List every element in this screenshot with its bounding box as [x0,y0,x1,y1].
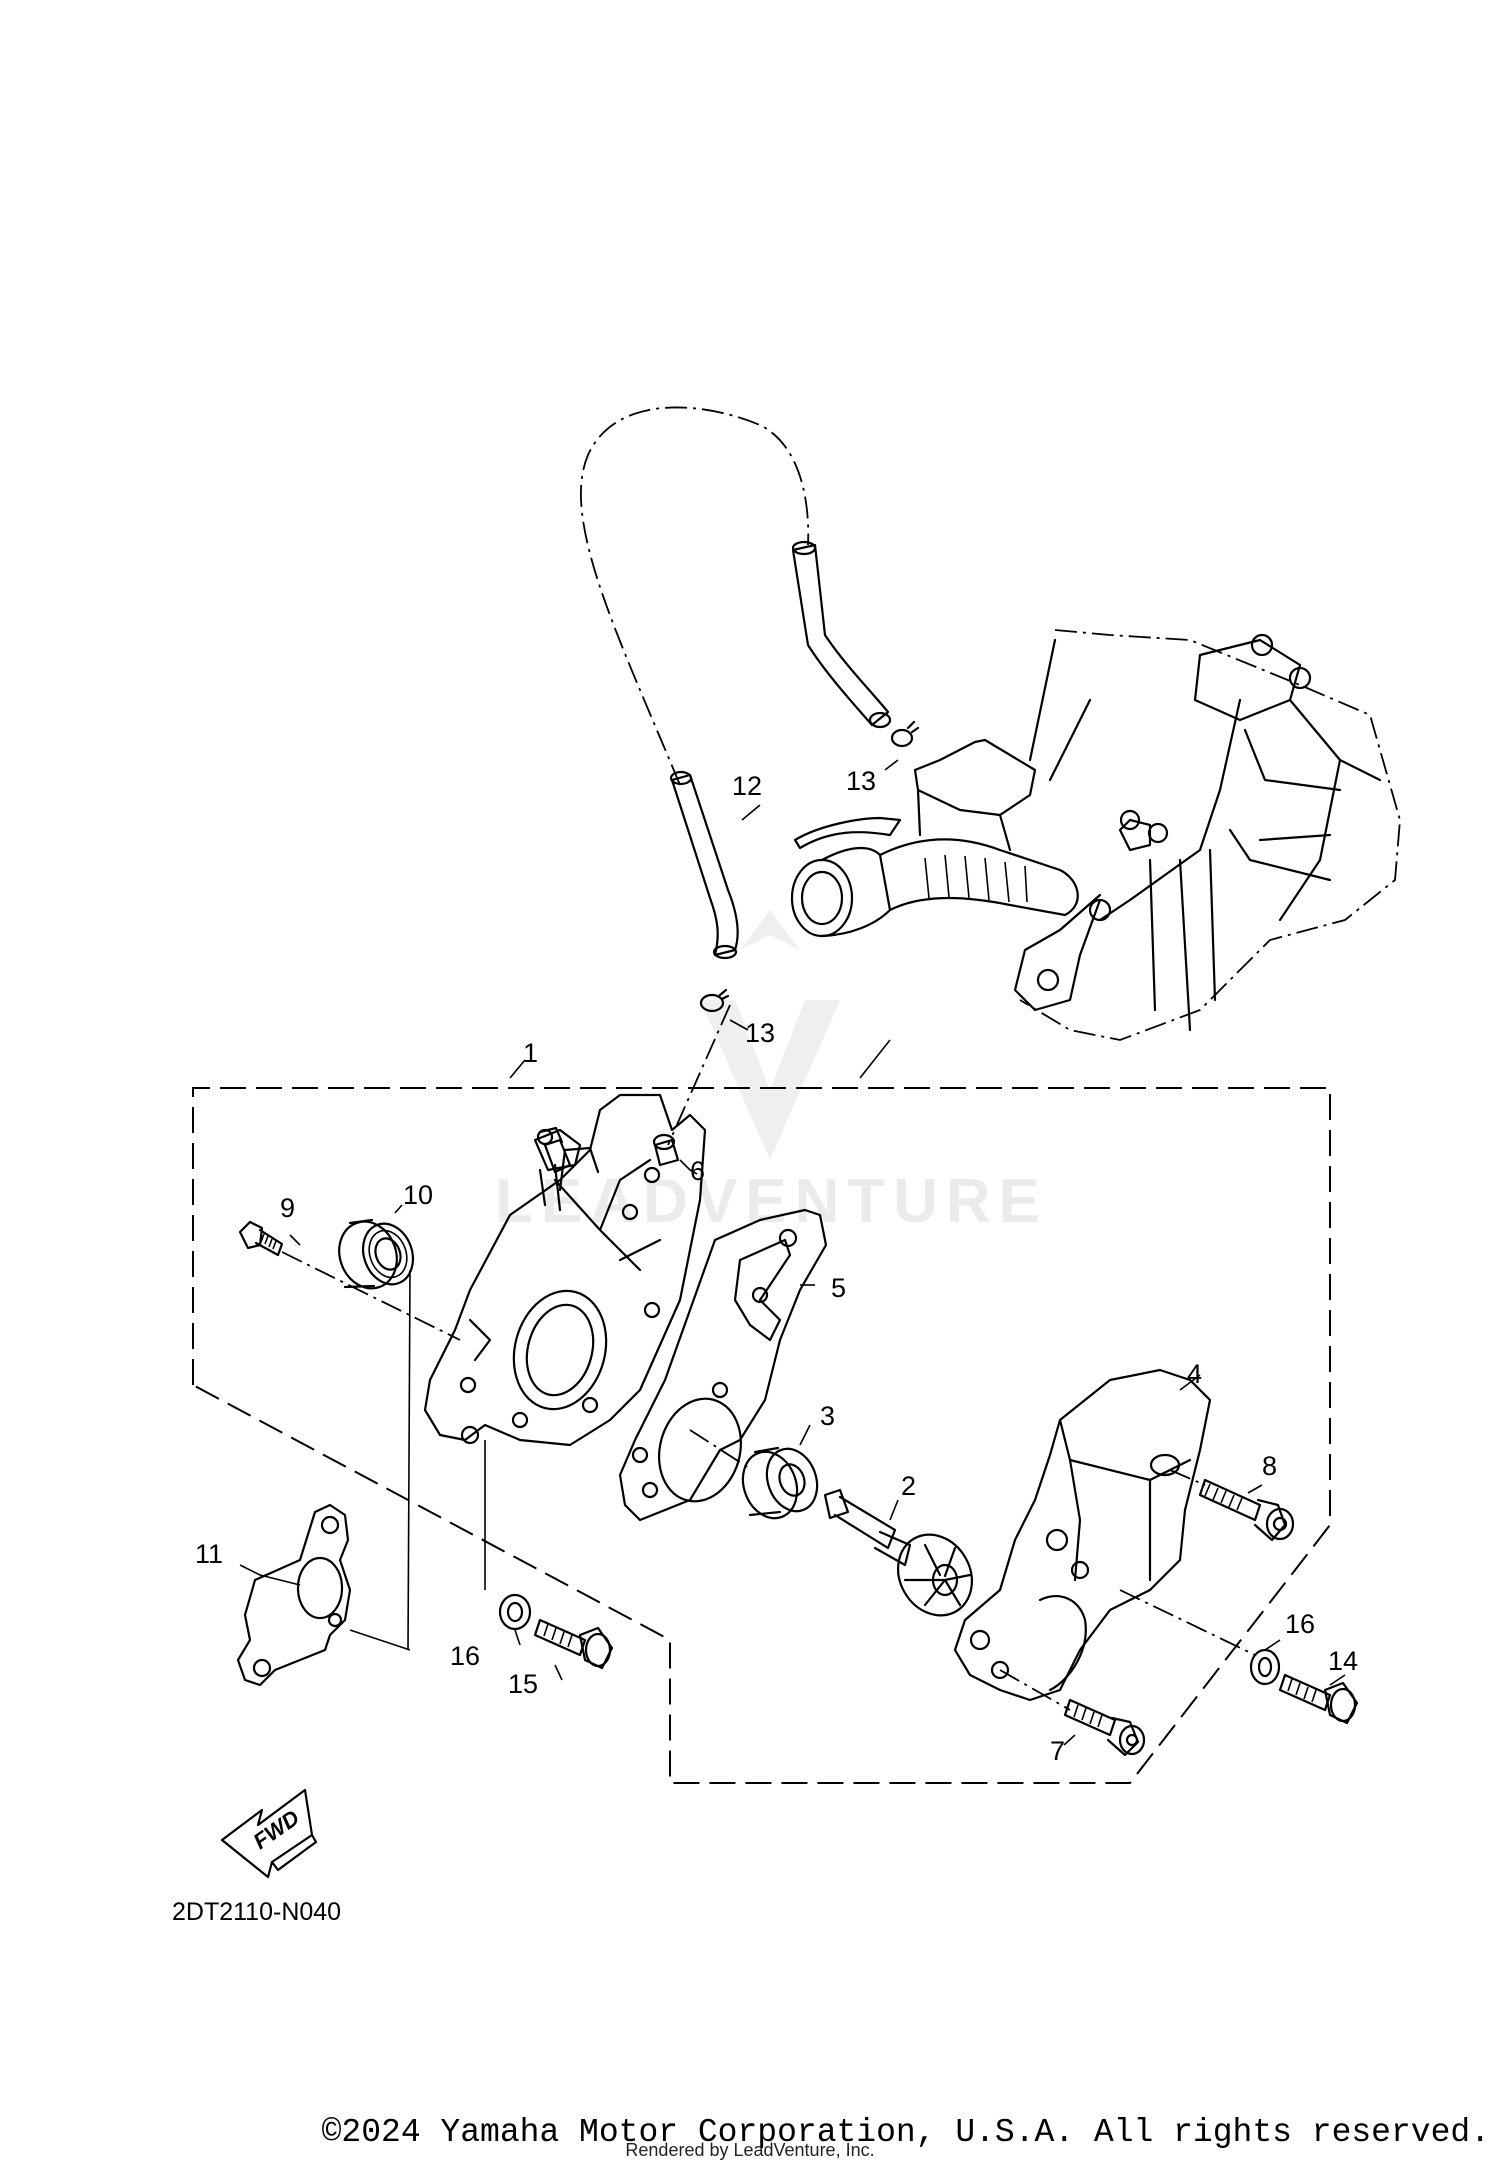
pump-cover-4 [953,1368,1256,1711]
callout-2: 2 [901,1471,916,1501]
callouts: 1 2 3 4 5 6 7 8 9 10 11 12 13 13 14 15 1… [195,766,1358,1766]
air-box [790,629,1401,1041]
callout-12: 12 [732,771,762,801]
callout-7: 7 [1050,1736,1065,1766]
callout-5: 5 [831,1273,846,1303]
hose-12 [580,406,892,1146]
watermark-text: LEADVENTURE [495,1167,1048,1236]
impeller-2 [823,1488,973,1617]
gasket-11 [236,1503,352,1687]
leadventure-watermark: LEADVENTURE [495,910,1048,1236]
callout-16b: 16 [1285,1609,1315,1639]
rendered-by-notice: Rendered by LeadVenture, Inc. [625,2140,875,2160]
callout-11: 11 [195,1539,223,1569]
callout-13a: 13 [846,766,876,796]
pump-housing-6 [349,1093,707,1651]
copyright-notice: ©2024 Yamaha Motor Corporation, U.S.A. A… [321,2114,1490,2151]
callout-9: 9 [280,1193,295,1223]
washer-16-right [1249,1648,1281,1686]
callout-6: 6 [690,1156,705,1186]
clamp-13-upper [890,720,920,748]
callout-1: 1 [523,1038,538,1068]
bearing-10 [338,1218,415,1290]
callout-13b: 13 [745,1018,775,1048]
bolt-8 [1169,1469,1295,1542]
clamp-13-lower [699,988,730,1013]
bolt-7 [1063,1698,1146,1757]
bolt-15 [533,1618,614,1670]
callout-4: 4 [1187,1359,1202,1389]
kit-boundary [192,1087,1331,1784]
callout-14: 14 [1328,1646,1358,1676]
bolt-9 [238,1220,461,1341]
bearing-3 [689,1429,819,1520]
washer-16-left [498,1593,532,1631]
bolt-14 [1278,1673,1359,1725]
callout-15: 15 [508,1669,538,1699]
callout-8: 8 [1262,1451,1277,1481]
fwd-arrow: FWD [220,1788,318,1879]
callout-10: 10 [403,1180,433,1210]
callout-16a: 16 [450,1641,480,1671]
leader-lines [239,759,1346,1746]
diagram-code: 2DT2110-N040 [172,1898,341,1926]
callout-3: 3 [820,1401,835,1431]
